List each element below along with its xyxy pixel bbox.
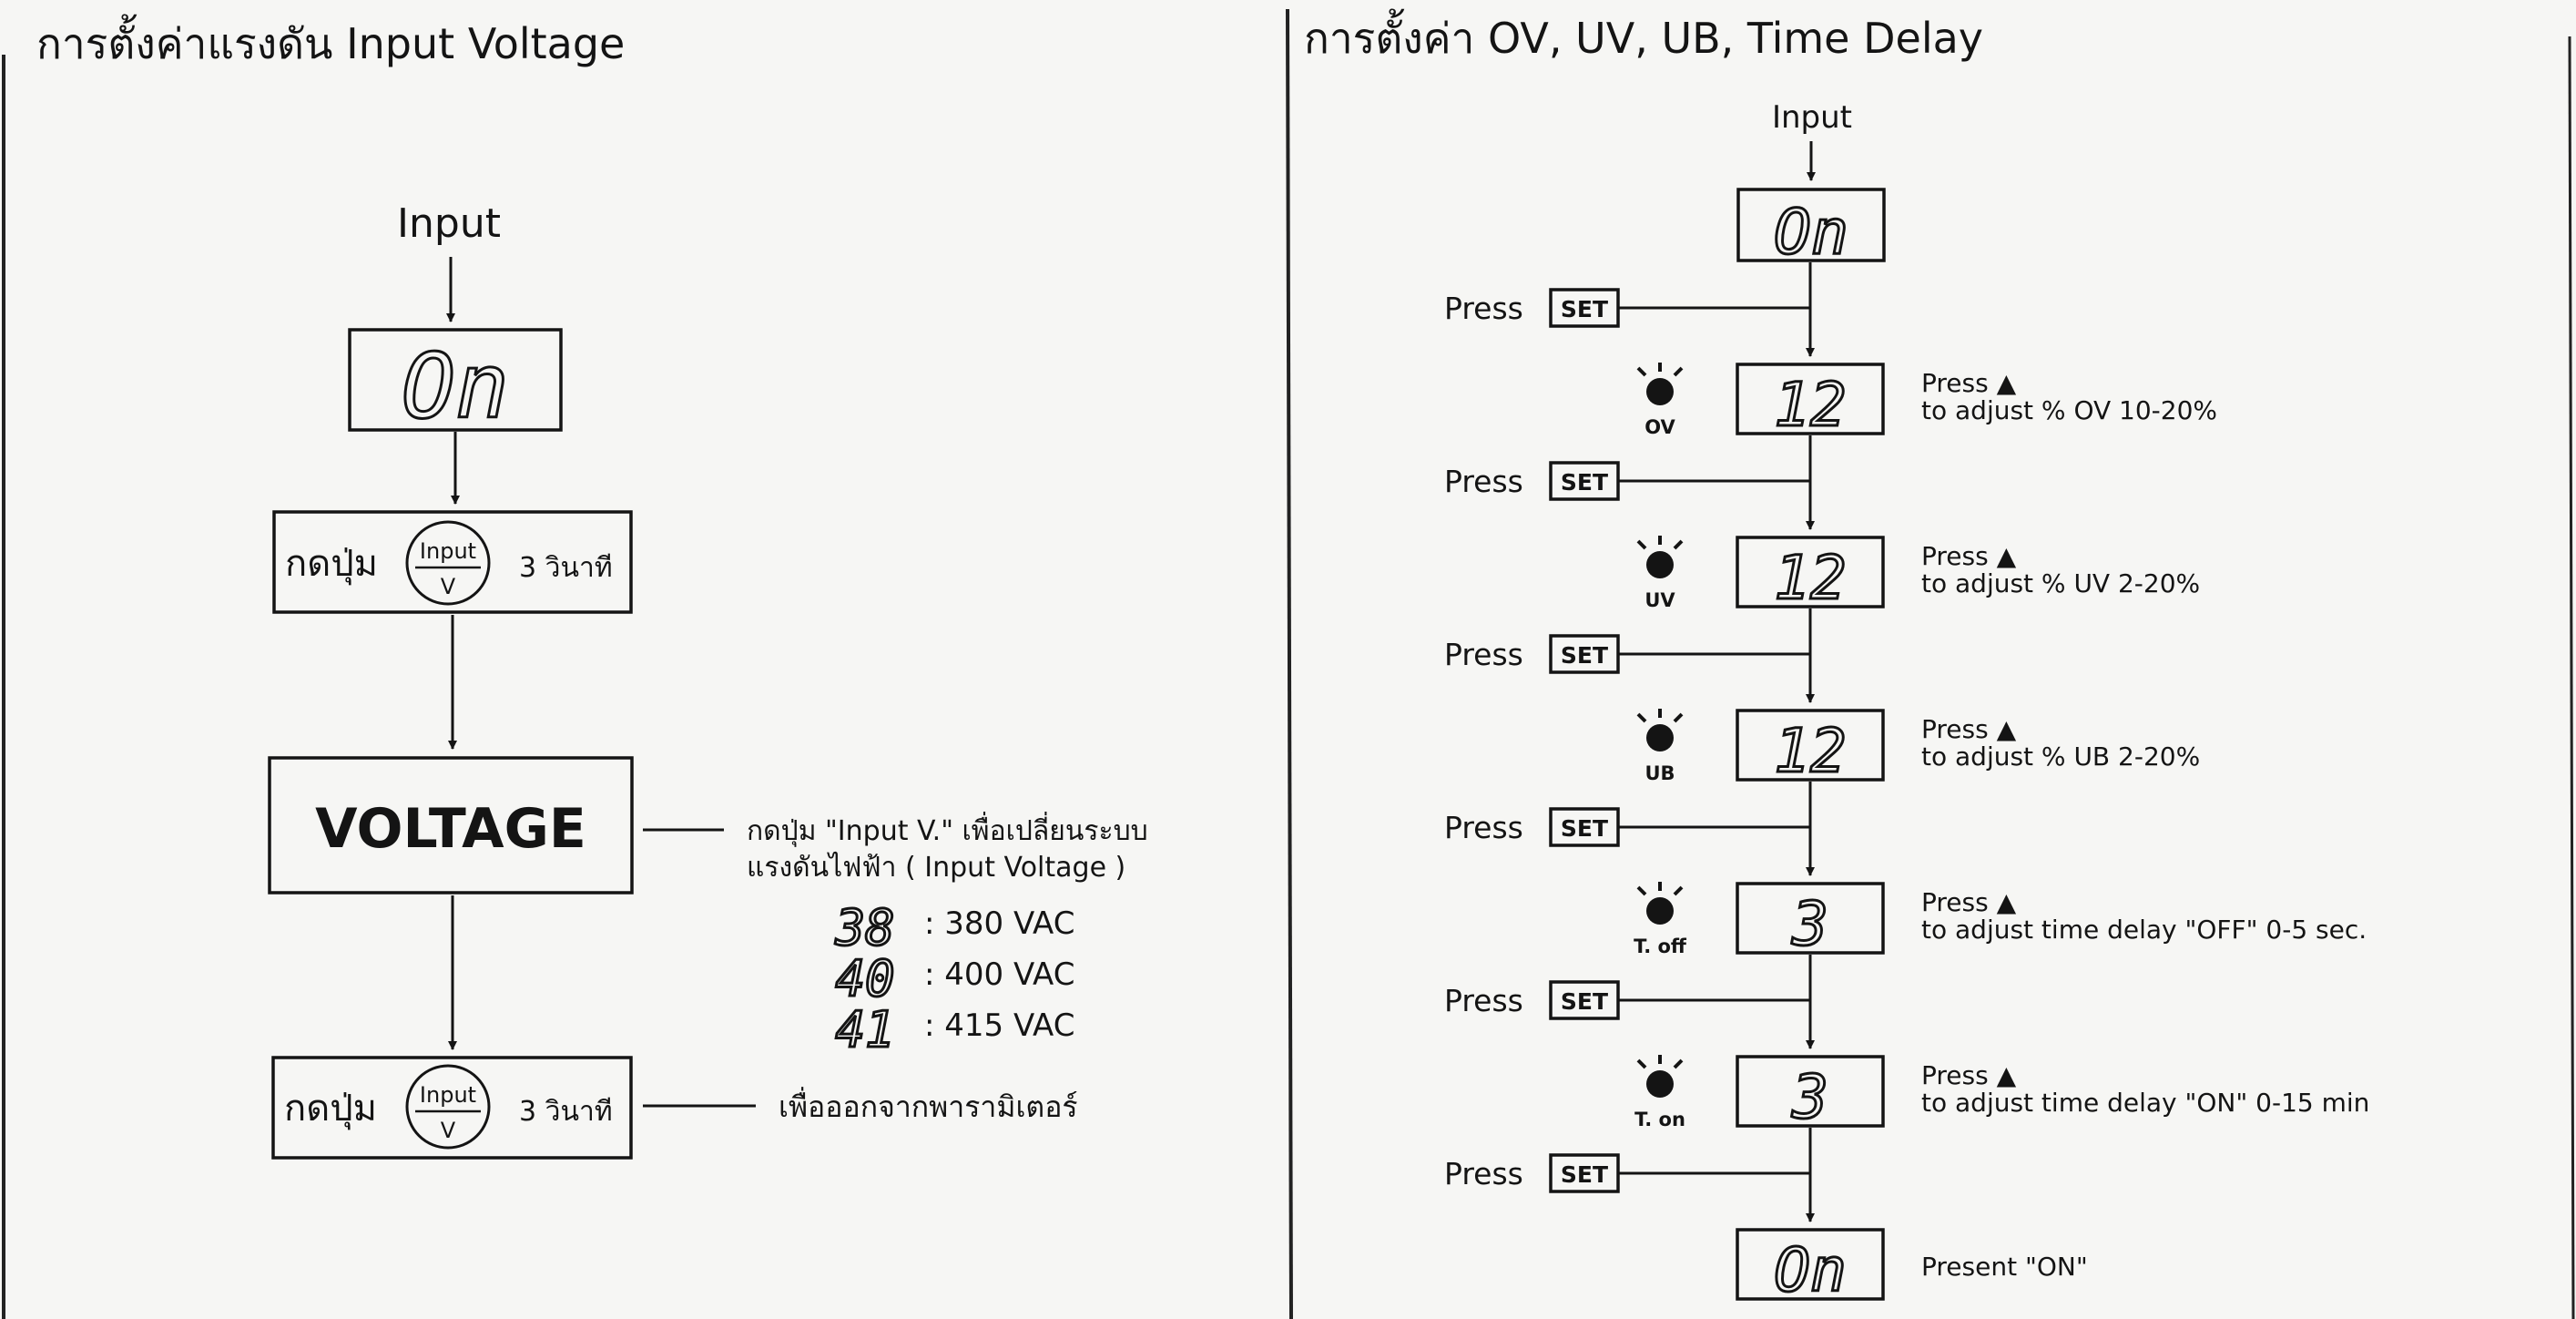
exit-note: เพื่อออกจากพารามิเตอร์ xyxy=(779,1087,1078,1124)
right-on-display-text: On xyxy=(1774,197,1848,269)
seconds-label: 3 วินาที xyxy=(519,552,613,584)
step-instruction-line1: Press ▲ xyxy=(1921,541,2017,571)
input-v-button[interactable]: Input V xyxy=(405,1064,491,1150)
press-label: กดปุ่ม xyxy=(284,1088,377,1130)
indicator-label: UB xyxy=(1644,762,1675,784)
step-instruction-line1: Press ▲ xyxy=(1921,887,2017,917)
step-display: On xyxy=(1774,1235,1846,1305)
voltage-box: VOLTAGE xyxy=(268,756,634,895)
voltage-option: 40 : 400 VAC xyxy=(834,949,1074,1009)
final-note: Present "ON" xyxy=(1921,1252,2088,1282)
setting-step: 3 T. on Press ▲to adjust time delay "ON" 0… xyxy=(1634,1055,2369,1134)
set-button-label: SET xyxy=(1561,1161,1608,1188)
voltage-option-label: : 380 VAC xyxy=(924,905,1074,942)
set-button[interactable]: SET xyxy=(1549,807,1620,847)
step-instruction-line2: to adjust % OV 10-20% xyxy=(1921,395,2217,425)
set-button[interactable]: SET xyxy=(1549,980,1620,1020)
right-border xyxy=(2568,36,2575,1319)
left-title: การตั้งค่าแรงดัน Input Voltage xyxy=(36,14,625,68)
center-divider xyxy=(1286,8,1293,1319)
input-v-button[interactable]: Input V xyxy=(405,520,491,606)
step-instruction-line2: to adjust time delay "OFF" 0-5 sec. xyxy=(1921,915,2367,945)
indicator-label: T. off xyxy=(1634,936,1687,957)
press-input-button-box-top: กดปุ่ม Input V 3 วินาที xyxy=(272,510,633,614)
left-on-display-text: On xyxy=(402,335,509,439)
seconds-label: 3 วินาที xyxy=(519,1096,613,1128)
right-on-display: On xyxy=(1736,188,1886,271)
step-display: 12 xyxy=(1774,716,1846,786)
step-instruction-line2: to adjust time delay "ON" 0-15 min xyxy=(1921,1088,2369,1118)
right-title: การตั้งค่า OV, UV, UB, Time Delay xyxy=(1304,8,1983,63)
step-instruction-line2: to adjust % UB 2-20% xyxy=(1921,741,2200,772)
input-v-button-bottom: V xyxy=(441,574,456,599)
set-button-label: SET xyxy=(1561,469,1608,496)
set-button[interactable]: SET xyxy=(1549,288,1620,328)
step-display: 3 xyxy=(1791,889,1828,959)
press-set-row: Press SET xyxy=(1444,288,1810,328)
press-set-row: Press SET xyxy=(1444,461,1810,501)
press-set-row: Press SET xyxy=(1444,980,1810,1020)
step-display: 3 xyxy=(1791,1062,1828,1132)
step-instruction-line1: Press ▲ xyxy=(1921,1060,2017,1090)
led-indicator-icon xyxy=(1636,536,1684,578)
press-label: กดปุ่ม xyxy=(285,543,378,586)
press-set-row: Press SET xyxy=(1444,1153,1810,1193)
setting-step: 3 T. off Press ▲to adjust time delay "OFF"… xyxy=(1634,882,2367,961)
press-set-row: Press SET xyxy=(1444,634,1810,674)
voltage-label: VOLTAGE xyxy=(315,797,586,861)
step-display: 12 xyxy=(1774,543,1846,613)
voltage-option-display: 40 xyxy=(835,950,894,1007)
set-button-label: SET xyxy=(1561,815,1608,842)
set-button-label: SET xyxy=(1561,296,1608,322)
indicator-label: T. on xyxy=(1634,1109,1685,1130)
set-button[interactable]: SET xyxy=(1549,634,1620,674)
press-set-row: Press SET xyxy=(1444,807,1810,847)
final-step: On Present "ON" xyxy=(1736,1228,2088,1307)
step-instruction-line1: Press ▲ xyxy=(1921,714,2017,744)
led-indicator-icon xyxy=(1636,363,1684,405)
left-on-display: On xyxy=(348,328,563,441)
indicator-label: UV xyxy=(1644,589,1675,611)
voltage-option-label: : 400 VAC xyxy=(924,956,1074,993)
led-indicator-icon xyxy=(1636,882,1684,925)
press-label: Press xyxy=(1444,810,1523,845)
voltage-option-display: 41 xyxy=(835,1001,894,1058)
press-input-button-box-bottom: กดปุ่ม Input V 3 วินาที xyxy=(271,1056,633,1160)
input-v-button-bottom: V xyxy=(441,1118,456,1143)
voltage-option: 41 : 415 VAC xyxy=(834,1000,1074,1060)
step-display: 12 xyxy=(1774,370,1846,440)
input-v-button-top: Input xyxy=(420,1082,476,1108)
step-instruction-line2: to adjust % UV 2-20% xyxy=(1921,568,2200,598)
voltage-note-line2: แรงดันไฟฟ้า ( Input Voltage ) xyxy=(747,851,1125,884)
indicator-label: OV xyxy=(1644,416,1675,438)
left-panel: การตั้งค่าแรงดัน Input Voltage Input On … xyxy=(36,14,1148,1160)
led-indicator-icon xyxy=(1636,1055,1684,1098)
voltage-option: 38 : 380 VAC xyxy=(833,898,1074,958)
voltage-option-label: : 415 VAC xyxy=(924,1007,1074,1044)
led-indicator-icon xyxy=(1636,709,1684,752)
right-input-label: Input xyxy=(1772,99,1852,136)
set-button[interactable]: SET xyxy=(1549,461,1620,501)
voltage-option-display: 38 xyxy=(834,899,894,956)
press-label: Press xyxy=(1444,464,1523,499)
press-label: Press xyxy=(1444,291,1523,326)
press-label: Press xyxy=(1444,983,1523,1018)
set-button-label: SET xyxy=(1561,642,1608,669)
left-input-label: Input xyxy=(397,200,501,247)
set-button-label: SET xyxy=(1561,988,1608,1015)
right-panel: การตั้งค่า OV, UV, UB, Time Delay Input … xyxy=(1304,8,2369,1307)
set-button[interactable]: SET xyxy=(1549,1153,1620,1193)
press-label: Press xyxy=(1444,1156,1523,1191)
voltage-note-line1: กดปุ่ม "Input V." เพื่อเปลี่ยนระบบ xyxy=(747,812,1148,848)
step-instruction-line1: Press ▲ xyxy=(1921,368,2017,398)
input-v-button-top: Input xyxy=(420,538,476,564)
press-label: Press xyxy=(1444,637,1523,672)
